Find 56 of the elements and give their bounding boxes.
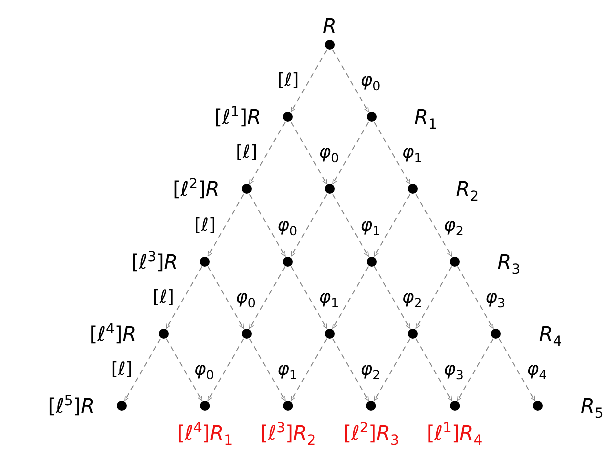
dashed-arrow (166, 266, 203, 330)
dashed-arrow (166, 338, 203, 402)
dashed-arrow (290, 122, 328, 185)
dashed-arrow (416, 194, 452, 257)
dashed-arrow (332, 122, 370, 185)
dashed-arrow (498, 338, 536, 402)
dashed-arrow (290, 50, 328, 112)
dashed-arrow (124, 338, 162, 402)
point-label: R$_{4}$ (539, 322, 562, 346)
point (325, 328, 335, 339)
dashed-arrow (332, 266, 370, 330)
point (242, 328, 252, 339)
point-label: [ℓ$^{1}$]R$_{4}$ (426, 421, 483, 445)
edge-label: [ℓ] (110, 360, 134, 380)
dashed-arrow (457, 338, 494, 402)
dashed-arrow (249, 338, 286, 402)
edge-label: [ℓ] (235, 143, 259, 164)
dashed-arrow (374, 122, 411, 185)
dashed-arrow (249, 266, 286, 330)
dashed-arrow (416, 338, 452, 402)
dashed-arrow (332, 194, 370, 257)
point (408, 328, 418, 339)
point-label: [ℓ$^{2}$]R$_{3}$ (344, 421, 400, 445)
point-label: R$_{1}$ (414, 105, 438, 130)
dashed-arrow (374, 194, 411, 257)
point-label: R (323, 14, 337, 38)
dashed-arrow (374, 266, 411, 330)
point-label: [ℓ$^{2}$]R (173, 177, 220, 202)
dashed-arrow (332, 338, 370, 402)
point-label: [ℓ$^{4}$]R (90, 322, 137, 346)
point (366, 256, 377, 267)
dashed-arrow (208, 338, 244, 402)
dashed-arrow (332, 50, 370, 112)
point-label: [ℓ$^{5}$]R (48, 394, 95, 418)
dashed-arrow (249, 122, 286, 185)
dashed-arrow (457, 266, 494, 330)
dashed-arrow (249, 194, 286, 257)
point-label: [ℓ$^{3}$]R$_{2}$ (260, 421, 316, 445)
point-label: R$_{3}$ (498, 250, 521, 274)
edge-label: [ℓ] (194, 216, 217, 236)
edge-label: [ℓ] (152, 288, 176, 308)
point (325, 184, 335, 194)
dashed-arrow (208, 194, 244, 257)
point-label: [ℓ$^{4}$]R$_{1}$ (177, 421, 233, 445)
point-label: R$_{2}$ (456, 177, 480, 202)
dashed-arrow (374, 338, 411, 402)
edge-label: [ℓ] (276, 71, 300, 92)
point-label: R$_{5}$ (581, 394, 604, 418)
point-label: [ℓ$^{3}$]R (131, 250, 178, 274)
point (283, 256, 294, 267)
dashed-arrow (290, 266, 328, 330)
point-label: [ℓ$^{1}$]R (214, 105, 262, 130)
dashed-arrow (290, 338, 328, 402)
dashed-arrow (290, 194, 328, 257)
dashed-arrow (208, 266, 244, 330)
dashed-arrow (416, 266, 452, 330)
